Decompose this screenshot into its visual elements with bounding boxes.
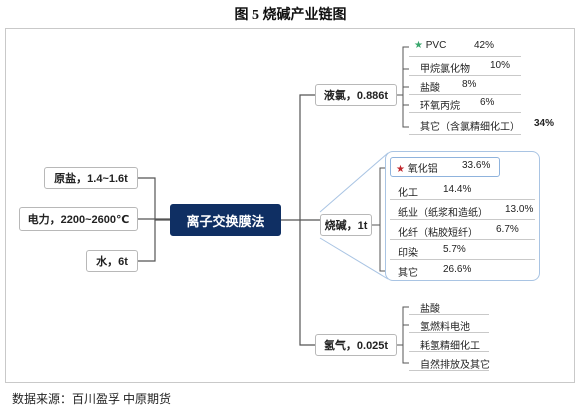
- item-pct: 14.4%: [443, 184, 472, 195]
- star-icon: ★: [396, 164, 405, 175]
- item-pct: 6%: [480, 97, 495, 108]
- item-pct: 10%: [490, 60, 511, 71]
- item-name: 氧化铝: [407, 164, 438, 175]
- item-pct: 42%: [474, 40, 495, 51]
- item-pct: 26.6%: [443, 264, 472, 275]
- center-process: 离子交换膜法: [170, 204, 281, 236]
- divider: [409, 314, 489, 315]
- input-power: 电力，2200~2600℃: [19, 207, 138, 231]
- branch-liquid-chlorine: 液氯，0.886t: [315, 84, 397, 106]
- divider: [409, 94, 521, 95]
- diagram-frame: [5, 28, 575, 383]
- list-item: 化纤（粘胶短纤）: [398, 228, 478, 239]
- branch-hydrogen: 氢气，0.025t: [315, 334, 397, 356]
- divider: [409, 332, 489, 333]
- input-salt: 原盐，1.4~1.6t: [44, 167, 138, 189]
- divider: [390, 239, 535, 240]
- divider: [409, 75, 521, 76]
- divider: [409, 112, 521, 113]
- list-item: 自然排放及其它: [420, 360, 490, 371]
- divider: [390, 259, 535, 260]
- list-item: 化工: [398, 188, 418, 199]
- branch-caustic-soda: 烧碱，1t: [320, 214, 372, 236]
- item-pct: 5.7%: [443, 244, 466, 255]
- input-water: 水，6t: [86, 250, 138, 272]
- list-item: 纸业（纸浆和造纸）: [398, 208, 488, 219]
- divider: [390, 199, 535, 200]
- list-item: 盐酸: [420, 83, 440, 94]
- item-pct: 34%: [534, 118, 555, 129]
- figure-title: 图 5 烧碱产业链图: [234, 8, 347, 23]
- divider: [409, 56, 521, 57]
- item-pct: 13.0%: [505, 204, 534, 215]
- highlight-alumina: [390, 157, 500, 177]
- item-pct: 6.7%: [496, 224, 519, 235]
- item-pct: 33.6%: [462, 160, 491, 171]
- list-item: 其它: [398, 268, 418, 279]
- list-item: 其它（含氯精细化工）: [420, 122, 520, 133]
- list-item: 盐酸: [420, 304, 440, 315]
- divider: [409, 370, 489, 371]
- star-icon: ★: [414, 40, 423, 51]
- list-item: 耗氢精细化工: [420, 341, 480, 352]
- list-item: ★ 氧化铝: [396, 160, 438, 175]
- list-item: 氢燃料电池: [420, 322, 470, 333]
- list-item: 印染: [398, 248, 418, 259]
- list-item: 环氧丙烷: [420, 101, 460, 112]
- divider: [390, 219, 535, 220]
- divider: [409, 351, 489, 352]
- list-item: ★ PVC: [414, 40, 446, 51]
- list-item: 甲烷氯化物: [420, 64, 470, 75]
- item-name: PVC: [425, 40, 447, 51]
- source-note: 数据来源：百川盈孚 中原期货: [12, 392, 172, 406]
- divider: [409, 134, 521, 135]
- item-pct: 8%: [462, 79, 477, 90]
